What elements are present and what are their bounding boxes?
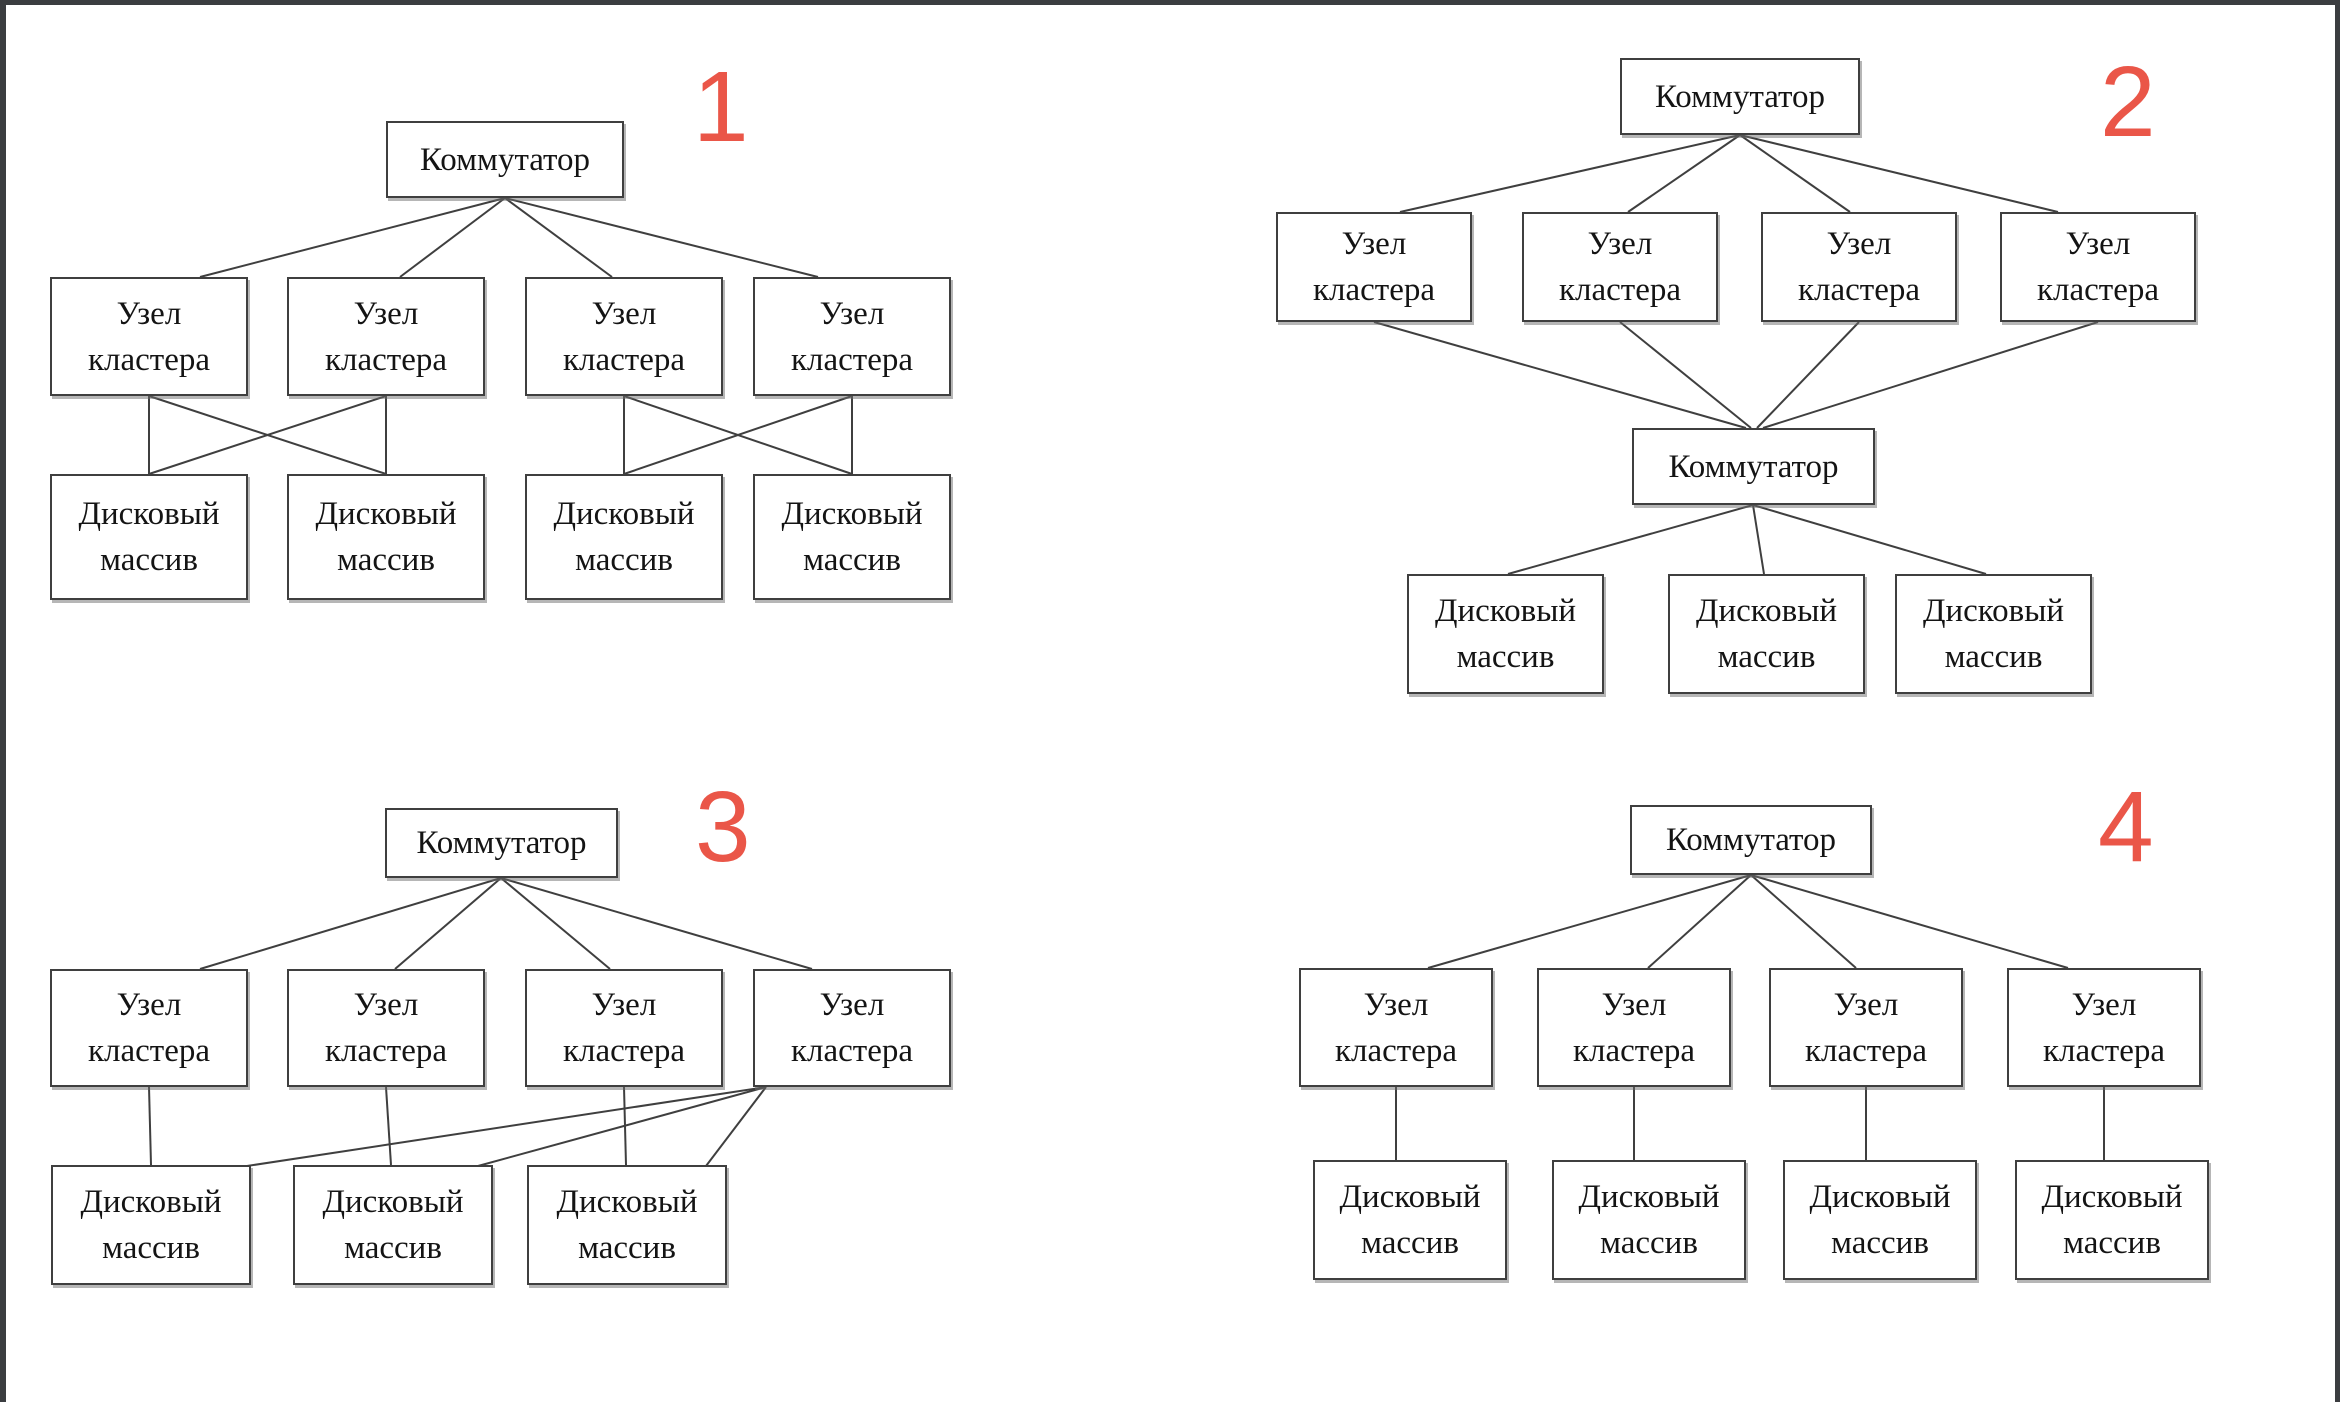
diagram-1-cluster-node-4: Узел кластера — [753, 277, 951, 396]
connector-line — [1619, 321, 1752, 429]
connector-line — [623, 395, 853, 475]
connector-line — [1647, 874, 1752, 969]
frame-border-left — [0, 0, 6, 1402]
diagram-2-switch-upper: Коммутатор — [1620, 58, 1860, 135]
diagram-3-number: 3 — [695, 771, 751, 883]
connector-line — [1756, 321, 1860, 429]
diagram-4-cluster-node-2: Узел кластера — [1537, 968, 1731, 1087]
diagram-4-disk-array-4: Дисковый массив — [2015, 1160, 2209, 1280]
diagram-4-disk-array-3: Дисковый массив — [1783, 1160, 1977, 1280]
connector-line — [199, 197, 506, 278]
diagram-4-number: 4 — [2098, 771, 2154, 883]
diagram-4-disk-array-1: Дисковый массив — [1313, 1160, 1507, 1280]
connector-line — [1762, 321, 2099, 429]
diagram-3-cluster-node-2: Узел кластера — [287, 969, 485, 1087]
connector-line — [1373, 321, 1747, 429]
connector-line — [199, 877, 502, 970]
diagram-3-cluster-node-4: Узел кластера — [753, 969, 951, 1087]
diagram-2-disk-array-2: Дисковый массив — [1668, 574, 1865, 694]
diagram-2-cluster-node-3: Узел кластера — [1761, 212, 1957, 322]
diagram-1-disk-array-4: Дисковый массив — [753, 474, 951, 600]
connector-line — [500, 877, 813, 970]
diagram-1-cluster-node-2: Узел кластера — [287, 277, 485, 396]
connector-line — [705, 1086, 767, 1167]
diagram-1-cluster-node-3: Узел кластера — [525, 277, 723, 396]
diagram-2-disk-array-3: Дисковый массив — [1895, 574, 2092, 694]
diagram-4-cluster-node-1: Узел кластера — [1299, 968, 1493, 1087]
diagram-2-switch-lower: Коммутатор — [1632, 428, 1875, 505]
diagram-1-cluster-node-1: Узел кластера — [50, 277, 248, 396]
diagram-2-cluster-node-2: Узел кластера — [1522, 212, 1718, 322]
diagram-4-cluster-node-3: Узел кластера — [1769, 968, 1963, 1087]
diagram-4-switch-1: Коммутатор — [1630, 805, 1872, 875]
diagram-1-disk-array-3: Дисковый массив — [525, 474, 723, 600]
diagram-3-disk-array-3: Дисковый массив — [527, 1165, 727, 1285]
diagram-1-switch-1: Коммутатор — [386, 121, 624, 198]
connector-line — [148, 1086, 152, 1166]
diagram-2-cluster-node-4: Узел кластера — [2000, 212, 2196, 322]
diagram-2-disk-array-1: Дисковый массив — [1407, 574, 1604, 694]
diagram-3-disk-array-1: Дисковый массив — [51, 1165, 251, 1285]
connector-line — [1752, 504, 1987, 575]
connector-line — [148, 395, 387, 475]
connector-line — [1399, 134, 1741, 213]
diagram-3-cluster-node-1: Узел кластера — [50, 969, 248, 1087]
diagram-2-number: 2 — [2100, 46, 2156, 158]
connector-line — [1739, 134, 1851, 213]
connector-line — [1739, 134, 2059, 213]
connector-line — [1750, 874, 1857, 969]
frame-border-right — [2335, 0, 2340, 1402]
diagram-3-disk-array-2: Дисковый массив — [293, 1165, 493, 1285]
connector-line — [1627, 134, 1741, 213]
connector-line — [1507, 504, 1754, 575]
diagram-1-disk-array-1: Дисковый массив — [50, 474, 248, 600]
connector-line — [504, 197, 613, 278]
connector-line — [399, 197, 506, 278]
diagram-1-number: 1 — [693, 51, 749, 163]
connector-line — [1427, 874, 1752, 969]
connector-line — [1750, 874, 2069, 969]
connector-line — [394, 877, 502, 970]
diagram-1-disk-array-2: Дисковый массив — [287, 474, 485, 600]
diagram-4-disk-array-2: Дисковый массив — [1552, 1160, 1746, 1280]
connector-line — [504, 197, 819, 278]
diagram-2-cluster-node-1: Узел кластера — [1276, 212, 1472, 322]
connector-line — [246, 1086, 767, 1167]
diagram-3-switch-1: Коммутатор — [385, 808, 618, 878]
frame-border-top — [0, 0, 2340, 5]
connector-line — [477, 1086, 767, 1167]
connector-line — [1752, 504, 1765, 575]
diagram-3-cluster-node-3: Узел кластера — [525, 969, 723, 1087]
diagram-4-cluster-node-4: Узел кластера — [2007, 968, 2201, 1087]
connector-line — [500, 877, 611, 970]
connector-line — [385, 1086, 392, 1166]
